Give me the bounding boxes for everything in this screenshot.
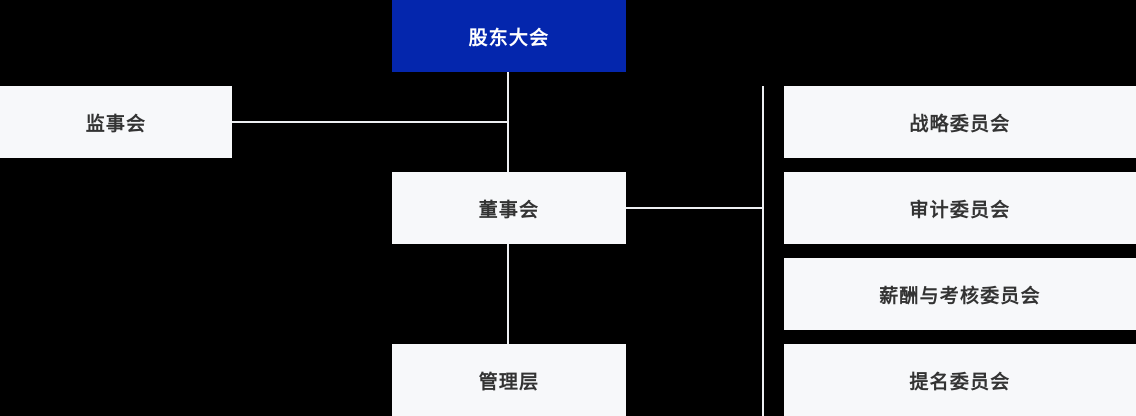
node-strategy-committee-label: 战略委员会 (909, 113, 1011, 135)
connector-shareholders-to-supervisors (232, 121, 509, 123)
node-board-of-directors-label: 董事会 (478, 199, 540, 221)
node-management[interactable]: 管理层 (392, 344, 626, 416)
node-nomination-committee-label: 提名委员会 (909, 371, 1011, 393)
connector-board-to-management (507, 244, 509, 344)
node-board-of-supervisors-label: 监事会 (85, 113, 147, 135)
node-remuneration-and-appraisal-committee-label: 薪酬与考核委员会 (879, 285, 1041, 307)
node-nomination-committee[interactable]: 提名委员会 (784, 344, 1136, 416)
node-board-of-supervisors[interactable]: 监事会 (0, 86, 232, 158)
connector-committee-spine (762, 86, 764, 416)
node-management-label: 管理层 (478, 371, 540, 393)
node-audit-committee[interactable]: 审计委员会 (784, 172, 1136, 244)
node-audit-committee-label: 审计委员会 (909, 199, 1011, 221)
node-remuneration-and-appraisal-committee[interactable]: 薪酬与考核委员会 (784, 258, 1136, 330)
node-strategy-committee[interactable]: 战略委员会 (784, 86, 1136, 158)
connector-board-to-committees (626, 207, 764, 209)
node-board-of-directors[interactable]: 董事会 (392, 172, 626, 244)
node-shareholders-meeting-label: 股东大会 (468, 27, 550, 49)
node-shareholders-meeting[interactable]: 股东大会 (392, 0, 626, 72)
